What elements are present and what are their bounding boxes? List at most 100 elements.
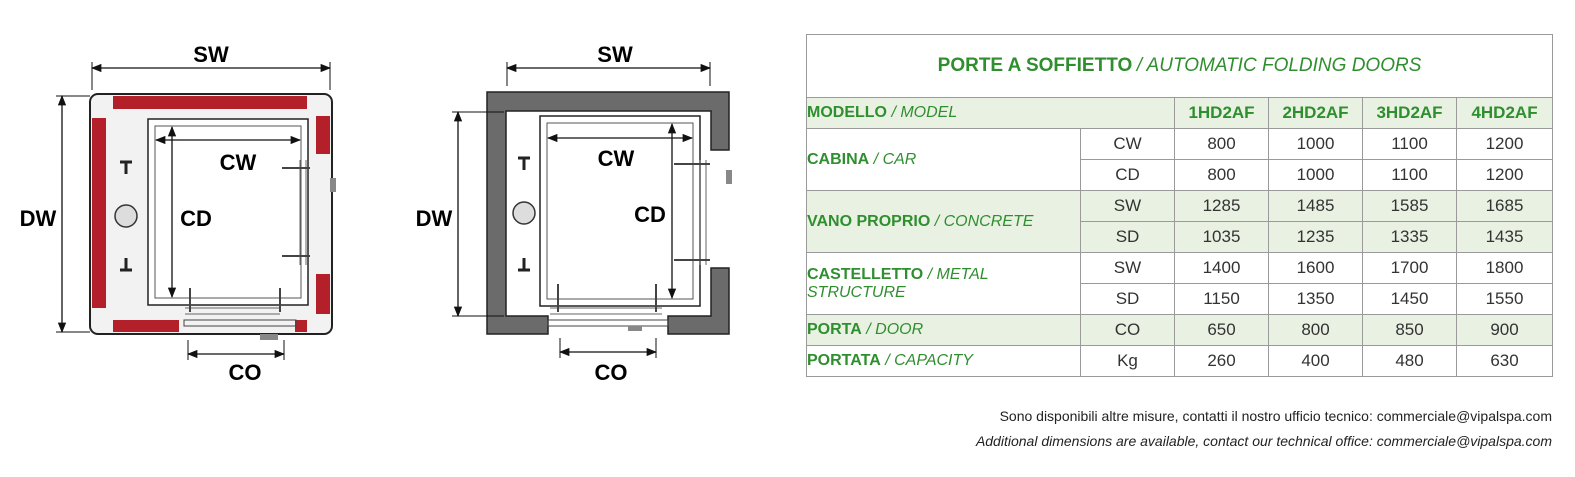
door-handle-bottom	[628, 326, 642, 331]
value-cell: 1235	[1268, 221, 1363, 253]
unit-cell: SW	[1080, 252, 1175, 284]
value-cell: 1285	[1174, 190, 1269, 222]
group-label-it: CABINA	[807, 150, 870, 168]
value-cell: 1000	[1268, 128, 1363, 160]
value-cell: 800	[1174, 128, 1269, 160]
value-cell: 1600	[1268, 252, 1363, 284]
value-cell: 1435	[1455, 221, 1554, 253]
value-cell: 1335	[1362, 221, 1457, 253]
group-label-cell: CASTELLETTO / METAL STRUCTURE	[806, 252, 1081, 315]
model-2hd2af: 2HD2AF	[1268, 97, 1363, 129]
unit-cell: SD	[1080, 283, 1175, 315]
group-label-cell: PORTA / DOOR	[806, 314, 1081, 346]
value-cell: 1700	[1362, 252, 1457, 284]
dw-label: DW	[20, 206, 57, 231]
guide-rail-icon	[518, 156, 530, 170]
door-sill	[183, 319, 297, 327]
model-label-en: / MODEL	[891, 104, 958, 121]
value-cell: 1550	[1455, 283, 1554, 315]
value-cell: 1150	[1174, 283, 1269, 315]
metal-structure-diagram: SW DW CW CD CO	[0, 0, 360, 472]
value-cell: 1800	[1455, 252, 1554, 284]
concrete-wall-right	[667, 267, 730, 335]
model-1hd2af: 1HD2AF	[1174, 97, 1269, 129]
door-handle-side	[330, 178, 336, 192]
unit-cell: SD	[1080, 221, 1175, 253]
cd-label: CD	[180, 206, 212, 231]
wall-panel-bottom-left	[113, 320, 179, 332]
guide-rail-icon	[120, 258, 132, 272]
unit-cell: CD	[1080, 159, 1175, 191]
group-label-en: / METAL STRUCTURE	[807, 265, 989, 301]
door-handle-bottom	[260, 334, 278, 340]
cw-label: CW	[598, 146, 635, 171]
group-label-cell: VANO PROPRIO / CONCRETE	[806, 190, 1081, 253]
value-cell: 1485	[1268, 190, 1363, 222]
cw-label: CW	[220, 150, 257, 175]
wall-panel-right-top	[316, 116, 330, 154]
value-cell: 1100	[1362, 159, 1457, 191]
group-label-en: / CONCRETE	[934, 212, 1034, 230]
model-3hd2af: 3HD2AF	[1362, 97, 1457, 129]
group-label-cell: CABINA / CAR	[806, 128, 1081, 191]
table-title: PORTE A SOFFIETTO / AUTOMATIC FOLDING DO…	[805, 34, 1554, 98]
group-label-it: PORTATA	[807, 352, 881, 369]
co-label: CO	[229, 360, 262, 385]
value-cell: 1100	[1362, 128, 1457, 160]
model-label-it: MODELLO	[807, 104, 887, 121]
concrete-shaft-plan: SW DW CW CD CO	[416, 42, 732, 385]
unit-cell: SW	[1080, 190, 1175, 222]
sw-label: SW	[193, 42, 229, 67]
dw-label: DW	[416, 206, 453, 231]
cd-label: CD	[634, 202, 666, 227]
model-4hd2af: 4HD2AF	[1455, 97, 1554, 129]
sw-label: SW	[597, 42, 633, 67]
group-label-en: / CAR	[873, 150, 917, 168]
spec-table: PORTE A SOFFIETTO / AUTOMATIC FOLDING DO…	[805, 34, 1554, 377]
group-label-it: CASTELLETTO	[807, 265, 924, 283]
value-cell: 650	[1174, 314, 1269, 346]
wall-panel-bottom-right	[295, 320, 307, 332]
table-title-row: PORTE A SOFFIETTO / AUTOMATIC FOLDING DO…	[805, 34, 1554, 98]
wall-panel-left	[92, 118, 106, 308]
value-cell: 900	[1455, 314, 1554, 346]
table-title-en: / AUTOMATIC FOLDING DOORS	[1136, 55, 1422, 76]
buffer-circle-icon	[512, 201, 536, 225]
group-label-en: / DOOR	[866, 321, 924, 338]
unit-cell: CW	[1080, 128, 1175, 160]
co-label: CO	[595, 360, 628, 385]
unit-cell: CO	[1080, 314, 1175, 346]
value-cell: 1200	[1455, 159, 1554, 191]
guide-rail-icon	[120, 160, 132, 174]
unit-cell: Kg	[1080, 345, 1175, 377]
group-label-cell: PORTATA / CAPACITY	[806, 345, 1081, 377]
value-cell: 1350	[1268, 283, 1363, 315]
wall-panel-top	[113, 96, 307, 109]
value-cell: 400	[1268, 345, 1363, 377]
car-inner	[546, 122, 694, 300]
value-cell: 1000	[1268, 159, 1363, 191]
car-inner	[154, 125, 302, 299]
value-cell: 1200	[1455, 128, 1554, 160]
buffer-circle-icon	[114, 204, 138, 228]
metal-structure-plan: SW DW CW CD CO	[20, 42, 336, 385]
concrete-shaft-diagram: SW DW CW CD CO	[400, 0, 760, 472]
table-header-row: MODELLO / MODEL 1HD2AF 2HD2AF 3HD2AF 4HD…	[806, 97, 1554, 129]
value-cell: 1400	[1174, 252, 1269, 284]
guide-rail-icon	[518, 258, 530, 272]
group-label-it: VANO PROPRIO	[807, 212, 931, 230]
spec-table-container: PORTE A SOFFIETTO / AUTOMATIC FOLDING DO…	[805, 34, 1554, 377]
value-cell: 850	[1362, 314, 1457, 346]
wall-panel-right-bottom	[316, 274, 330, 314]
value-cell: 1585	[1362, 190, 1457, 222]
table-title-it: PORTE A SOFFIETTO	[937, 55, 1133, 76]
value-cell: 1685	[1455, 190, 1554, 222]
note-english: Additional dimensions are available, con…	[975, 433, 1552, 449]
